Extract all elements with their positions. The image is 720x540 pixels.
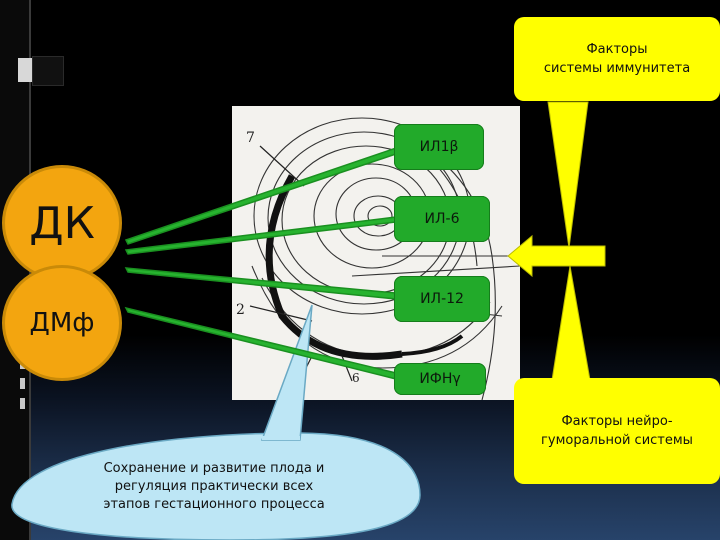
title-placeholder-box bbox=[32, 56, 64, 86]
callout-line1: Сохранение и развитие плода и bbox=[103, 461, 325, 476]
title-placeholder-bar bbox=[18, 58, 32, 82]
cytokine-box-il1b: ИЛ1β bbox=[394, 124, 484, 170]
immune-factors-box: Факторы системы иммунитета bbox=[514, 17, 720, 101]
arrow-down-immune bbox=[547, 101, 589, 249]
cytokine-box-il6: ИЛ-6 bbox=[394, 196, 490, 242]
connector-dk-il1b bbox=[124, 146, 397, 245]
callout-line2: регуляция практически всех bbox=[114, 479, 314, 494]
cytokine-label: ИЛ-12 bbox=[420, 291, 464, 307]
callout-pointer bbox=[260, 304, 313, 441]
arrow-up-neuro bbox=[551, 265, 591, 381]
dk-label: ДК bbox=[29, 197, 95, 249]
connector-dk-il6 bbox=[124, 216, 397, 255]
label-7: 7 bbox=[246, 130, 255, 146]
cytokine-label: ИЛ-6 bbox=[424, 211, 460, 227]
callout-line3: этапов гестационного процесса bbox=[103, 497, 325, 512]
callout-oval bbox=[11, 432, 421, 540]
immune-factors-line2: системы иммунитета bbox=[543, 61, 691, 76]
connector-dk-il12 bbox=[124, 267, 397, 300]
cytokine-label: ИЛ1β bbox=[419, 139, 459, 155]
arrow-left-to-diagram bbox=[507, 234, 606, 278]
callout-text: Сохранение и развитие плода и регуляция … bbox=[44, 455, 384, 519]
cytokine-box-il12: ИЛ-12 bbox=[394, 276, 490, 322]
macrophage-circle: ДМф bbox=[2, 265, 122, 381]
label-2: 2 bbox=[236, 302, 245, 318]
left-band bbox=[0, 0, 30, 540]
deco-mark bbox=[20, 398, 25, 409]
label-6: 6 bbox=[352, 371, 360, 385]
dmf-label: ДМф bbox=[29, 308, 95, 338]
neuro-factors-box: Факторы нейро- гуморальной системы bbox=[514, 378, 720, 484]
cytokine-box-ifng: ИФНγ bbox=[394, 363, 486, 395]
connector-dmf-ifng bbox=[124, 306, 397, 380]
dendritic-cell-circle: ДК bbox=[2, 165, 122, 281]
immune-factors-line1: Факторы bbox=[586, 42, 648, 57]
deco-mark bbox=[20, 378, 25, 389]
neuro-factors-line2: гуморальной системы bbox=[541, 433, 693, 448]
neuro-factors-line1: Факторы нейро- bbox=[561, 414, 673, 429]
cytokine-label: ИФНγ bbox=[419, 371, 461, 387]
